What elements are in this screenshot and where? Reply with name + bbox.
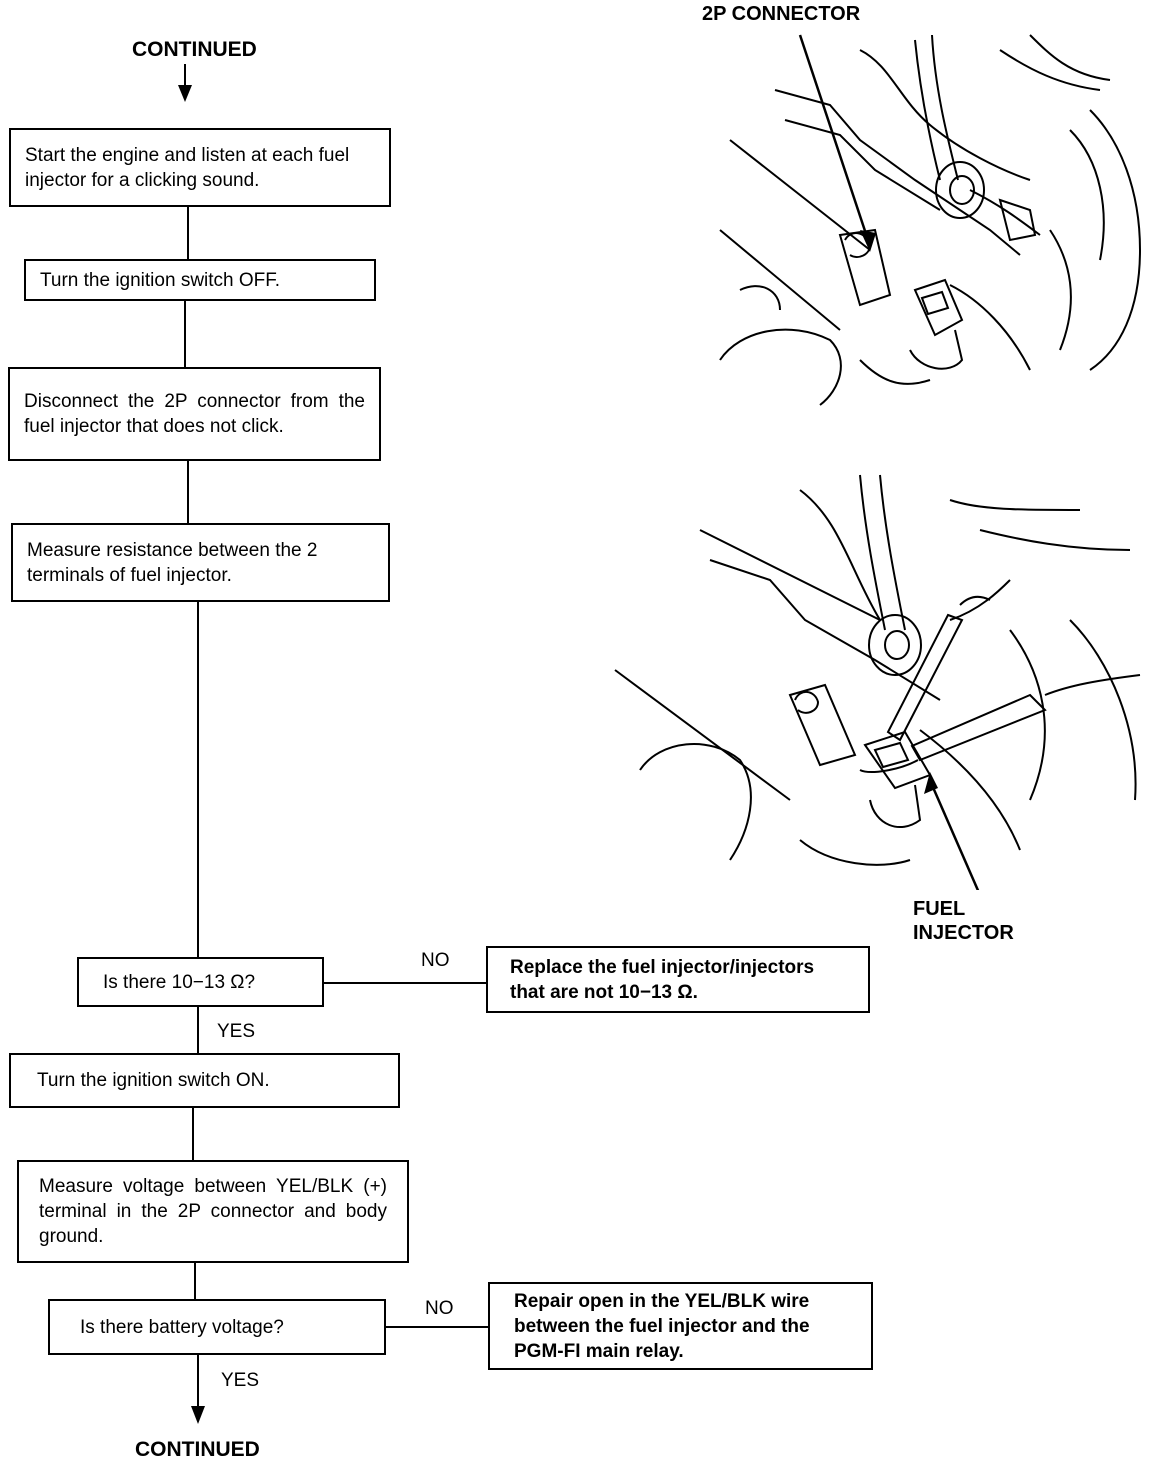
- step-measure-voltage-text: Measure voltage between YEL/BLK (+) term…: [39, 1176, 387, 1247]
- connector-illustration: [719, 34, 1142, 406]
- step-measure-resistance: Measure resistance between the 2 termina…: [11, 523, 390, 602]
- step-measure-voltage: Measure voltage between YEL/BLK (+) term…: [17, 1160, 409, 1263]
- step-start-engine-text: Start the engine and listen at each fuel…: [25, 144, 350, 191]
- injector-callout-label-line2: INJECTOR: [913, 922, 1014, 944]
- decision-resistance-text: Is there 10−13 Ω?: [103, 971, 256, 993]
- outcome-replace-injector: Replace the fuel injector/injectors that…: [486, 946, 870, 1013]
- injector-callout-label-line1: FUEL: [913, 898, 966, 920]
- outcome-repair-wire: Repair open in the YEL/BLK wire between …: [488, 1282, 873, 1370]
- decision-battery-voltage-text: Is there battery voltage?: [80, 1316, 284, 1338]
- connector-callout-label: 2P CONNECTOR: [702, 3, 861, 25]
- decision-battery-voltage: Is there battery voltage?: [48, 1299, 386, 1355]
- branch-no-label-2: NO: [425, 1298, 454, 1319]
- outcome-repair-wire-text: Repair open in the YEL/BLK wire between …: [514, 1290, 810, 1362]
- continued-bottom-label: CONTINUED: [135, 1438, 260, 1461]
- continued-top-label: CONTINUED: [132, 38, 257, 61]
- step-measure-resistance-text: Measure resistance between the 2 termina…: [27, 539, 318, 586]
- decision-resistance: Is there 10−13 Ω?: [77, 957, 324, 1007]
- branch-no-label-1: NO: [421, 950, 450, 971]
- branch-yes-label-1: YES: [217, 1021, 256, 1042]
- step-ignition-off-text: Turn the ignition switch OFF.: [40, 269, 281, 291]
- step-disconnect-text: Disconnect the 2P connector from the fue…: [24, 391, 365, 437]
- resistance-test-illustration: [614, 474, 1141, 890]
- outcome-replace-injector-text: Replace the fuel injector/injectors that…: [510, 956, 815, 1003]
- branch-yes-label-2: YES: [221, 1370, 260, 1391]
- step-ignition-off: Turn the ignition switch OFF.: [24, 259, 376, 301]
- step-ignition-on-text: Turn the ignition switch ON.: [37, 1070, 270, 1091]
- step-start-engine: Start the engine and listen at each fuel…: [9, 128, 391, 207]
- step-disconnect-connector: Disconnect the 2P connector from the fue…: [8, 367, 381, 461]
- step-ignition-on: Turn the ignition switch ON.: [9, 1053, 400, 1108]
